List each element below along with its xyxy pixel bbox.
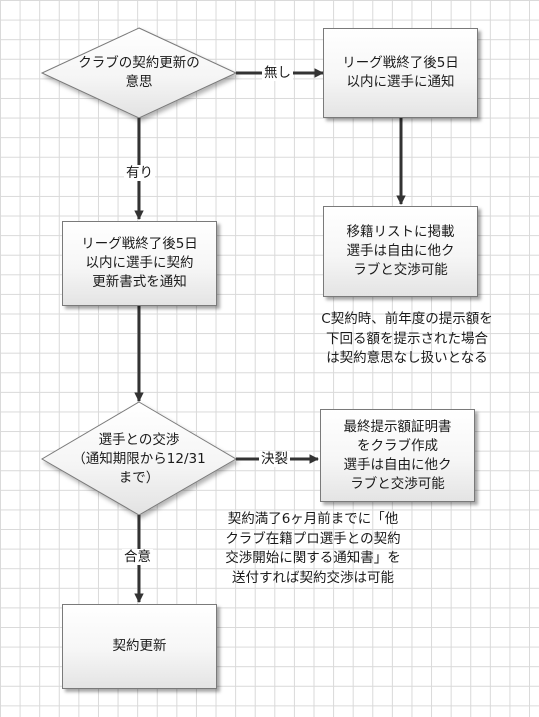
edge-label-yes: 有り — [124, 165, 155, 181]
edge-label-none: 無し — [262, 65, 293, 81]
negotiation-decision-text: 選手との交渉 （通知期限から12/31 まで） — [72, 431, 206, 486]
edge-label-agreement: 合意 — [122, 549, 153, 565]
six-months-note: 契約満了6ヶ月前までに「他 クラブ在籍プロ選手との契約 交渉開始に関する通知書」… — [225, 511, 401, 586]
transfer-list-text: 移籍リストに掲載 選手は自由に他ク ラブと交渉可能 — [346, 224, 455, 278]
renewal-notice-text: リーグ戦終了後5日 以内に選手に契約 更新書式を通知 — [81, 236, 198, 290]
transfer-list-box[interactable]: 移籍リストに掲載 選手は自由に他ク ラブと交渉可能 — [323, 206, 478, 297]
contract-renewal-box[interactable]: 契約更新 — [62, 604, 217, 689]
final-offer-box[interactable]: 最終提示額証明書 をクラブ作成 選手は自由に他ク ラブと交渉可能 — [320, 409, 475, 502]
notify-no-renewal-box[interactable]: リーグ戦終了後5日 以内に選手に通知 — [323, 28, 478, 118]
notify-no-renewal-text: リーグ戦終了後5日 以内に選手に通知 — [342, 55, 459, 90]
final-offer-text: 最終提示額証明書 をクラブ作成 選手は自由に他ク ラブと交渉可能 — [343, 418, 452, 492]
edge-label-breakdown: 決裂 — [259, 451, 290, 467]
renewal-notice-box[interactable]: リーグ戦終了後5日 以内に選手に契約 更新書式を通知 — [62, 221, 217, 306]
contract-renewal-text: 契約更新 — [112, 638, 167, 654]
renewal-decision-text: クラブの契約更新の 意思 — [78, 55, 200, 90]
c-contract-note: C契約時、前年度の提示額を 下回る額を提示された場合 は契約意思なし扱いとなる — [321, 311, 493, 366]
